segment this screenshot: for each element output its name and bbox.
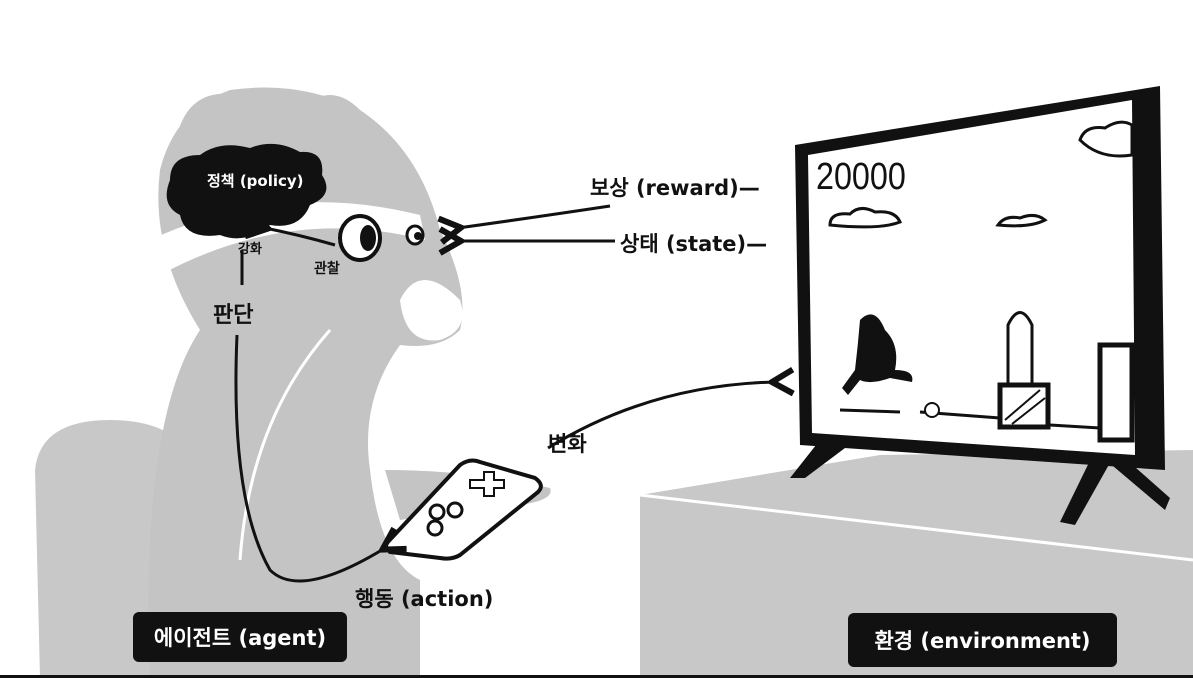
mouse-runner: [842, 314, 913, 395]
judge-label: 판단: [213, 303, 254, 328]
state-label: 상태 (state)—: [620, 232, 768, 256]
cactus-pot: [997, 382, 1051, 430]
reward-arrow: [458, 204, 611, 228]
brain-icon: [166, 143, 327, 239]
reward-label: 보상 (reward)—: [590, 176, 760, 200]
reinforce-label: 강화: [238, 242, 262, 257]
tv: [790, 86, 1170, 525]
observe-label: 관찰: [314, 261, 340, 277]
policy-label: 정책 (policy): [207, 172, 304, 190]
environment-badge: 환경 (environment): [848, 613, 1117, 667]
eye-icon: [338, 214, 425, 262]
change-label: 변화: [548, 432, 587, 456]
action-label: 행동 (action): [355, 587, 494, 611]
reinforce-arrow: [265, 228, 336, 247]
game-score: 20000: [816, 156, 906, 198]
change-arrow: [547, 382, 775, 450]
cactus: [1006, 311, 1034, 387]
agent-badge: 에이전트 (agent): [133, 612, 347, 662]
cloud-icon: [828, 120, 1134, 229]
action-arrow: [234, 334, 385, 583]
remote-controller: [382, 458, 543, 561]
